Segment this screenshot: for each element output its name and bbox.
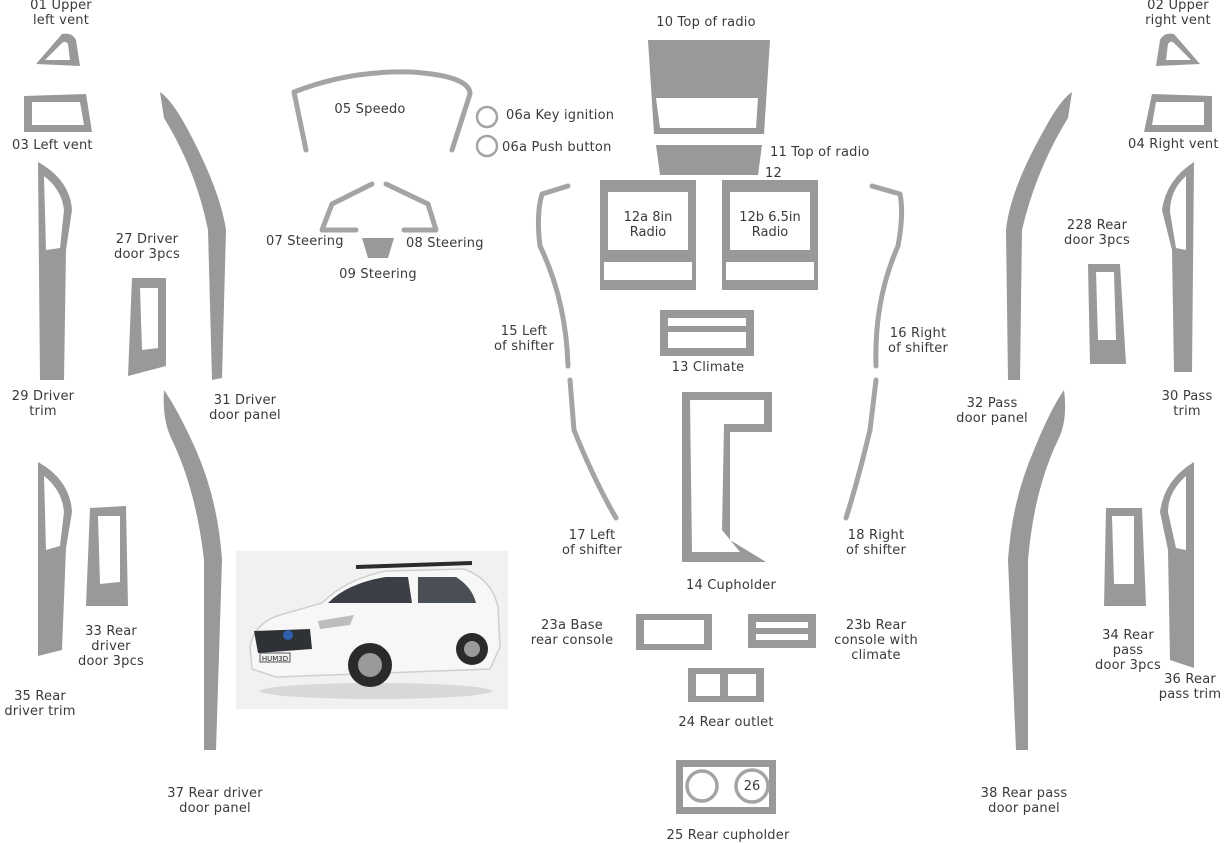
label-01: 01 Upper left vent	[30, 0, 92, 28]
label-26: 26	[743, 779, 761, 794]
label-28: 228 Rear door 3pcs	[1064, 218, 1130, 248]
label-12: 12	[765, 166, 782, 181]
label-31: 31 Driver door panel	[209, 393, 281, 423]
piece-07-steering	[319, 181, 375, 233]
piece-23b-rear-console-climate	[748, 614, 816, 648]
piece-05-speedo	[291, 69, 473, 153]
piece-12a-radio	[600, 180, 696, 290]
label-32: 32 Pass door panel	[956, 396, 1028, 426]
label-09: 09 Steering	[339, 267, 417, 282]
label-06a-key: 06a Key ignition	[506, 108, 615, 123]
plate-text: HUM3D	[262, 655, 288, 663]
label-35: 35 Rear driver trim	[4, 689, 76, 719]
label-34: 34 Rear pass door 3pcs	[1095, 628, 1161, 673]
label-18: 18 Right of shifter	[845, 528, 907, 558]
piece-36-rear-pass-trim	[1160, 462, 1194, 668]
piece-11-top-of-radio	[656, 145, 762, 175]
piece-10-top-of-radio	[648, 40, 770, 134]
label-08: 08 Steering	[406, 236, 484, 251]
label-10: 10 Top of radio	[656, 15, 756, 30]
label-37: 37 Rear driver door panel	[167, 786, 263, 816]
label-05: 05 Speedo	[334, 102, 406, 117]
piece-08-steering	[383, 181, 439, 233]
label-38: 38 Rear pass door panel	[980, 786, 1068, 816]
label-36: 36 Rear pass trim	[1158, 672, 1222, 702]
label-24: 24 Rear outlet	[678, 715, 774, 730]
piece-03-left-vent	[24, 94, 92, 132]
piece-38-rear-pass-door-panel	[1008, 390, 1066, 750]
piece-30-pass-trim	[1162, 162, 1194, 372]
piece-16-right-of-shifter	[869, 183, 905, 369]
piece-06a-push-button	[475, 134, 499, 158]
label-12a-radio: 12a 8in Radio	[623, 210, 673, 240]
label-29: 29 Driver trim	[11, 389, 75, 419]
piece-35-rear-driver-trim	[38, 462, 72, 656]
piece-26-cupholder-ring-right	[734, 768, 770, 804]
piece-15-left-of-shifter	[535, 183, 571, 369]
piece-33-rear-driver-door	[86, 506, 128, 606]
label-16: 16 Right of shifter	[887, 326, 949, 356]
piece-37-rear-driver-door-panel	[163, 390, 222, 750]
label-30: 30 Pass trim	[1161, 389, 1213, 419]
label-25: 25 Rear cupholder	[666, 828, 790, 843]
piece-32-pass-door-panel	[1006, 92, 1072, 380]
label-15: 15 Left of shifter	[493, 324, 555, 354]
piece-04-right-vent	[1144, 94, 1212, 132]
piece-13-climate	[660, 310, 754, 356]
label-04: 04 Right vent	[1128, 137, 1219, 152]
piece-18-right-of-shifter	[843, 377, 879, 521]
label-11: 11 Top of radio	[770, 145, 870, 160]
label-23a: 23a Base rear console	[530, 618, 614, 648]
piece-25-cupholder-ring-left	[685, 769, 719, 803]
car-photo: HUM3D	[236, 551, 508, 709]
piece-06a-key-ignition	[475, 105, 499, 129]
piece-27-driver-door	[128, 278, 166, 376]
label-13: 13 Climate	[671, 360, 745, 375]
label-33: 33 Rear driver door 3pcs	[78, 624, 144, 669]
piece-25-rear-cupholder	[676, 760, 776, 814]
piece-31-driver-door-panel	[160, 92, 226, 380]
piece-02-upper-right-vent	[1156, 33, 1200, 66]
label-02: 02 Upper right vent	[1145, 0, 1211, 28]
piece-14-cupholder	[682, 392, 772, 562]
label-06a-push: 06a Push button	[502, 140, 612, 155]
piece-28-rear-door	[1088, 264, 1126, 364]
piece-23a-base-rear-console	[636, 614, 712, 650]
piece-24-rear-outlet	[688, 668, 764, 702]
label-23b: 23b Rear console with climate	[834, 618, 918, 663]
label-12b-radio: 12b 6.5in Radio	[739, 210, 801, 240]
label-27: 27 Driver door 3pcs	[114, 232, 180, 262]
piece-29-driver-trim	[38, 162, 72, 380]
piece-17-left-of-shifter	[567, 377, 619, 521]
piece-01-upper-left-vent	[36, 33, 80, 66]
piece-09-steering	[362, 238, 394, 258]
piece-34-rear-pass-door	[1104, 508, 1146, 606]
label-14: 14 Cupholder	[685, 578, 777, 593]
label-17: 17 Left of shifter	[561, 528, 623, 558]
label-07: 07 Steering	[266, 234, 344, 249]
label-03: 03 Left vent	[12, 138, 93, 153]
car-illustration: HUM3D	[249, 561, 501, 699]
piece-12b-radio	[722, 180, 818, 290]
